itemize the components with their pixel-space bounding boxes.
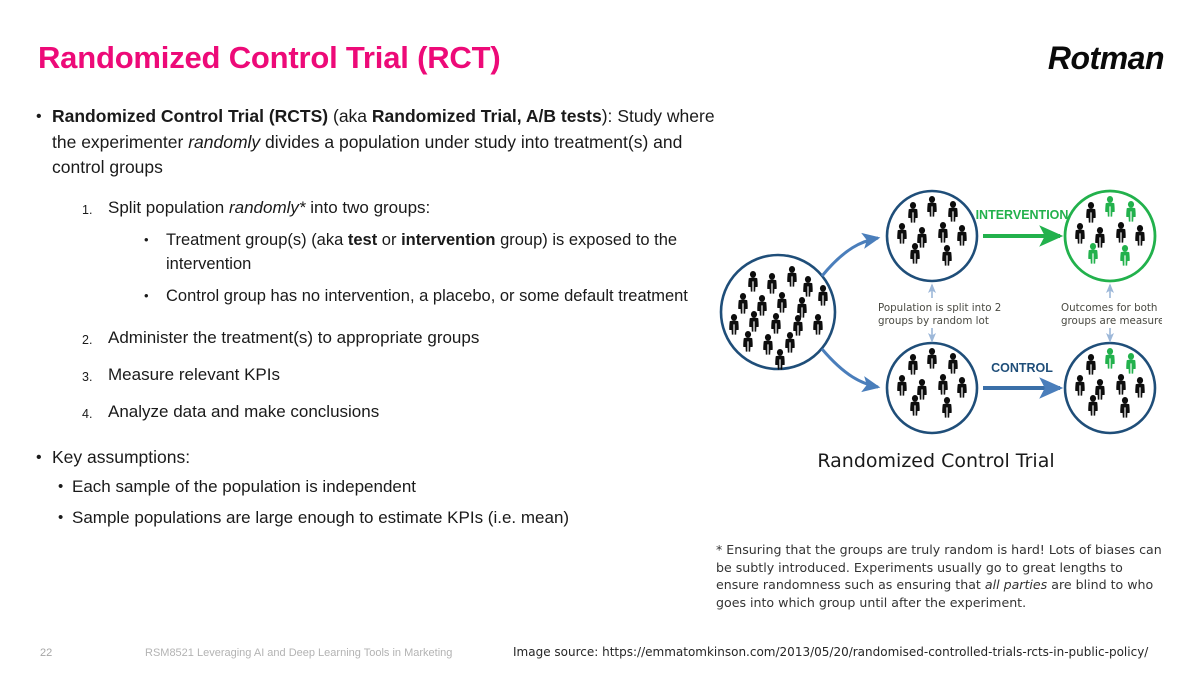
split-note-line2: groups by random lot: [878, 315, 989, 327]
control-label: CONTROL: [991, 361, 1053, 375]
intro-aka-open: (aka: [328, 106, 372, 126]
intro-aka-close: ):: [601, 106, 613, 126]
outcome-note-line1: Outcomes for both: [1061, 302, 1157, 314]
step-text: Measure relevant KPIs: [108, 364, 280, 384]
assumption-item-1: • Each sample of the population is indep…: [58, 474, 716, 500]
key-assumptions-heading-row: • Key assumptions:: [36, 445, 716, 470]
assumption-text: Sample populations are large enough to e…: [72, 507, 570, 527]
split-arrow-down: [820, 348, 881, 393]
sub-pre: Treatment group(s) (aka: [166, 230, 348, 249]
step-item-4: 4. Analyze data and make conclusions: [82, 399, 716, 427]
intro-text: Randomized Control Trial (RCTS) (aka Ran…: [52, 104, 716, 181]
step-body: Analyze data and make conclusions: [108, 399, 716, 427]
bullet-glyph: •: [58, 508, 64, 526]
sub-bullet-item-treatment: • Treatment group(s) (aka test or interv…: [144, 228, 716, 276]
step-text: Split population randomly* into two grou…: [108, 198, 430, 217]
rct-diagram-image: INTERVENTION CONTROL: [710, 186, 1162, 438]
bullet-glyph: •: [36, 448, 42, 466]
sub-bullet-item-control: • Control group has no intervention, a p…: [144, 284, 716, 308]
sub-bullet-list: • Treatment group(s) (aka test or interv…: [144, 228, 716, 308]
step-body: Administer the treatment(s) to appropria…: [108, 325, 716, 353]
bullet-glyph: •: [144, 231, 149, 247]
assumption-text: Each sample of the population is indepen…: [72, 476, 417, 496]
bullet-glyph: •: [36, 108, 42, 125]
control-outcome-circle: [1063, 341, 1157, 435]
step-text-italic: randomly*: [228, 197, 306, 217]
course-title: RSM8521 Leveraging AI and Deep Learning …: [145, 647, 453, 659]
step-number: 1.: [82, 202, 93, 217]
page-title: Randomized Control Trial (RCT): [38, 40, 501, 75]
sub-bullet-text: Control group has no intervention, a pla…: [166, 286, 688, 305]
footnote-italic: all parties: [984, 577, 1048, 592]
split-note-line1: Population is split into 2: [878, 302, 1001, 314]
image-source-link[interactable]: Image source: https://emmatomkinson.com/…: [513, 645, 1149, 659]
steps-list: 1. Split population randomly* into two g…: [82, 195, 716, 427]
step-number: 4.: [82, 406, 93, 421]
assumption-item-2: • Sample populations are large enough to…: [58, 505, 716, 531]
page-number: 22: [40, 647, 53, 659]
step-item-3: 3. Measure relevant KPIs: [82, 362, 716, 390]
intro-bold-aka: Randomized Trial, A/B tests: [371, 106, 602, 126]
step-number: 3.: [82, 369, 93, 384]
sub-post: group) is exposed to the intervention: [166, 230, 678, 273]
content-column: • Randomized Control Trial (RCTS) (aka R…: [36, 104, 716, 536]
intro-bold-lead: Randomized Control Trial (RCTS): [52, 106, 329, 126]
sub-bullet-text: Treatment group(s) (aka test or interven…: [166, 228, 716, 276]
split-arrow-up: [820, 232, 881, 277]
population-circle: [719, 253, 837, 371]
sub-bold-intervention: intervention: [401, 230, 496, 249]
intro-rest-2: divides a population under study into tr…: [52, 131, 683, 178]
bullet-glyph: •: [144, 287, 149, 303]
intro-italic-randomly: randomly: [188, 131, 261, 152]
step-body: Measure relevant KPIs: [108, 362, 716, 390]
key-assumptions-section: • Key assumptions: • Each sample of the …: [36, 445, 716, 531]
intervention-label: INTERVENTION: [976, 208, 1069, 222]
step-number: 2.: [82, 332, 93, 347]
sub-mid: or: [377, 230, 402, 249]
step-text-pre: Split population: [108, 197, 229, 217]
rct-diagram-svg: INTERVENTION CONTROL: [719, 189, 1162, 435]
intro-rest-1: Study where the experimenter: [52, 106, 715, 152]
treatment-group-circle: [885, 189, 979, 283]
footnote: * Ensuring that the groups are truly ran…: [716, 541, 1168, 611]
step-text: Administer the treatment(s) to appropria…: [108, 327, 480, 347]
footnote-pre: * Ensuring that the groups are truly ran…: [716, 542, 1162, 592]
step-body: Split population randomly* into two grou…: [108, 195, 716, 316]
intro-bullet: • Randomized Control Trial (RCTS) (aka R…: [36, 104, 716, 181]
step-item-1: 1. Split population randomly* into two g…: [82, 195, 716, 316]
treatment-outcome-circle: [1063, 189, 1157, 283]
key-assumptions-heading: Key assumptions:: [52, 446, 191, 467]
control-group-circle: [885, 341, 979, 435]
diagram-caption: Randomized Control Trial: [817, 450, 1055, 472]
key-assumptions-list: • Each sample of the population is indep…: [58, 474, 716, 531]
step-text-post: into two groups:: [305, 197, 431, 217]
step-item-2: 2. Administer the treatment(s) to approp…: [82, 325, 716, 353]
sub-bold-test: test: [347, 230, 378, 249]
footnote-post: are blind to who goes into which group u…: [716, 577, 1154, 610]
step-text: Analyze data and make conclusions: [108, 401, 380, 421]
rotman-logo: Rotman: [1047, 40, 1165, 76]
bullet-glyph: •: [58, 477, 64, 495]
outcome-note-line2: groups are measured: [1061, 315, 1162, 327]
